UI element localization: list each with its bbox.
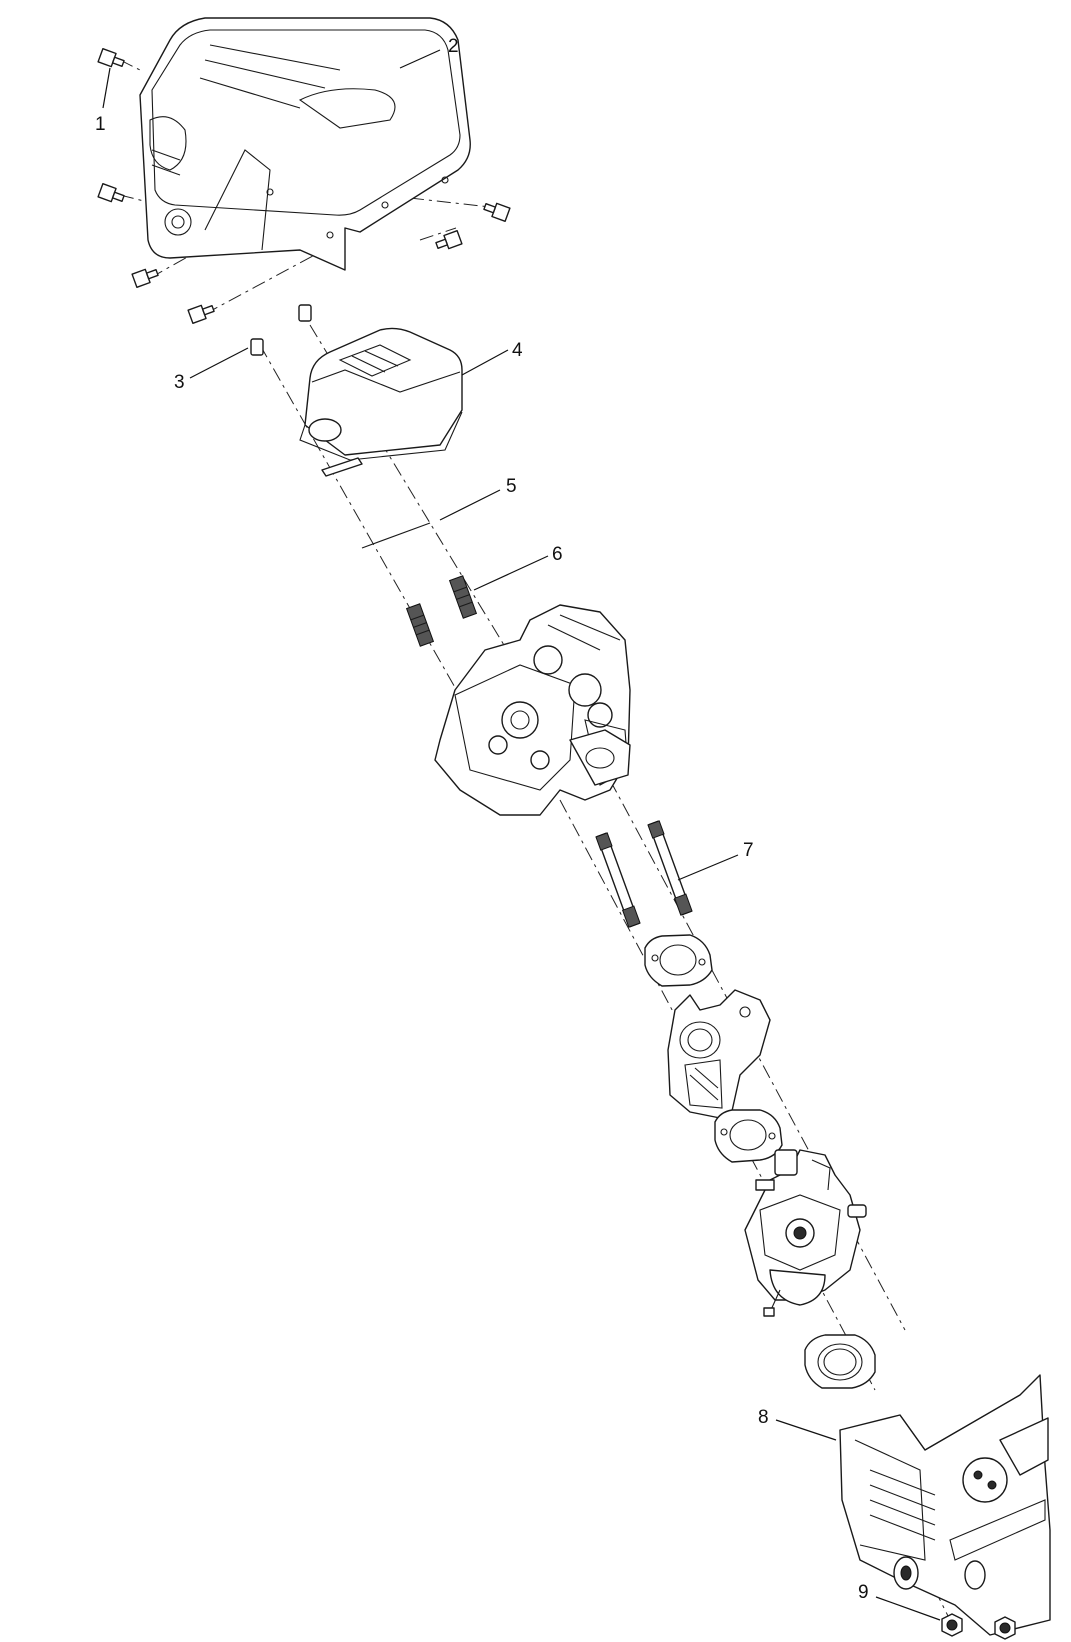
insulator-bracket <box>667 989 771 1121</box>
callout-5: 5 <box>506 476 517 497</box>
bolt-1a <box>97 47 125 68</box>
bolt-1d <box>187 304 215 325</box>
bolt-1c <box>131 268 159 289</box>
spacer-group <box>250 304 312 356</box>
side-shroud <box>839 1374 1051 1636</box>
callout-leaders <box>102 49 941 1621</box>
callout-2: 2 <box>448 36 459 57</box>
callout-8: 8 <box>758 1407 769 1428</box>
cover-gasket <box>361 522 431 549</box>
callout-7: 7 <box>743 840 754 861</box>
nut-group <box>941 1613 1016 1640</box>
rocker-cover <box>299 327 463 477</box>
bolt-1b <box>97 182 125 203</box>
top-shroud <box>139 17 471 271</box>
carburetor <box>744 1149 867 1317</box>
carb-gasket <box>804 1334 876 1389</box>
long-stud-group <box>595 820 693 928</box>
intake-gasket-upper <box>644 934 713 987</box>
callout-9: 9 <box>858 1582 869 1603</box>
callout-labels: 1 2 3 4 5 6 7 8 9 <box>95 36 869 1603</box>
callout-4: 4 <box>512 340 523 361</box>
bolt-group <box>97 47 511 325</box>
bolt-1f <box>435 229 463 250</box>
assembly-centerlines <box>119 59 1001 1621</box>
cylinder-head <box>434 604 631 816</box>
callout-6: 6 <box>552 544 563 565</box>
intake-gasket-lower <box>714 1109 783 1163</box>
callout-1: 1 <box>95 114 106 135</box>
callout-3: 3 <box>174 372 185 393</box>
bolt-1e <box>483 202 511 223</box>
stud-group <box>405 575 478 647</box>
